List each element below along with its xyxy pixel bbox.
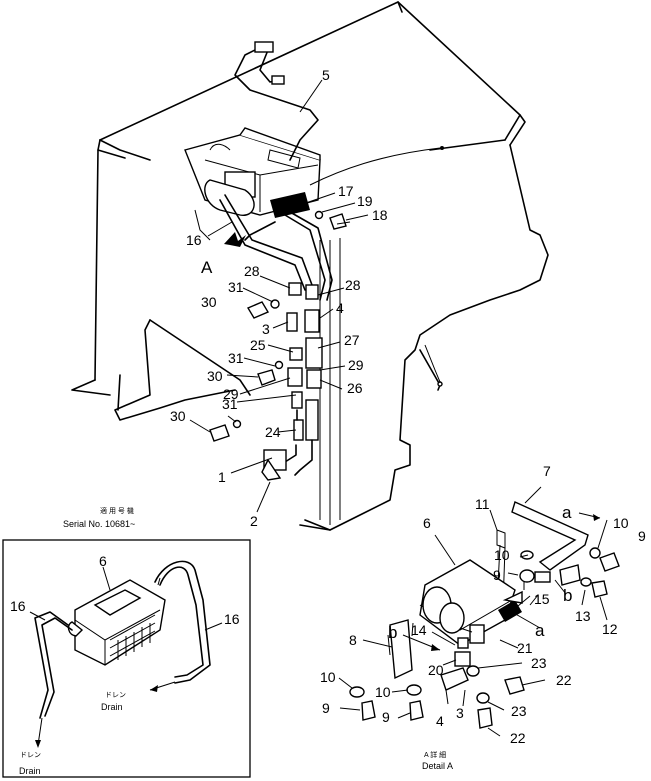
callout-3-main: 3 [262,321,270,337]
callout-11: 11 [475,496,490,512]
cab-outline [71,1,549,531]
marker-a-top: a [562,503,572,522]
callout-17: 17 [338,183,354,199]
callout-23a: 23 [531,655,547,671]
callout-9-detail-mid: 9 [493,567,501,583]
callout-31c: 31 [222,396,238,412]
callout-9-detail-right: 9 [638,528,646,544]
drain-label-jp-right: ドレン [105,692,126,699]
callout-9-detail-left2: 9 [382,709,390,725]
callout-10-detail-left: 10 [320,669,336,685]
callout-18: 18 [372,207,388,223]
drain-label-left: Drain [19,766,41,776]
callout-29a: 29 [348,357,364,373]
detail-fittings [387,564,581,691]
detail-bolts [349,547,620,729]
callout-13: 13 [575,608,591,624]
callout-29b: 29 [223,386,239,402]
callout-3-detail: 3 [456,705,464,721]
inset-drain-arrows [29,566,223,748]
callout-28a: 28 [244,263,260,279]
drain-label-right: Drain [101,702,123,712]
callout-30a: 30 [201,294,217,310]
callout-31b: 31 [228,350,244,366]
callout-30c: 30 [170,408,186,424]
callout-6-inset: 6 [99,553,107,569]
callout-12: 12 [602,621,618,637]
callout-10-detail-left2: 10 [375,684,391,700]
pipes [219,194,333,301]
heater-unit [184,127,321,241]
callout-27: 27 [344,332,360,348]
callout-16-inset-right: 16 [224,611,240,627]
callout-22a: 22 [556,672,572,688]
detail-caption: A 詳 細 Detail A [422,750,453,771]
callout-6-detail: 6 [423,515,431,531]
callout-21: 21 [517,640,533,656]
callout-14: 14 [411,622,427,638]
leaders-main [189,79,369,513]
detail-heater [419,559,523,646]
callout-1: 1 [218,469,226,485]
serial-label: Serial No. 10681~ [63,519,135,529]
callout-10-detail-right: 10 [613,515,629,531]
callout-labels: 5 17 19 18 16 A 28 28 31 30 4 3 27 25 31… [10,67,646,746]
callout-30b: 30 [207,368,223,384]
callout-23b: 23 [511,703,527,719]
callout-7: 7 [543,463,551,479]
valve-fittings [261,282,323,481]
callout-15: 15 [534,591,550,607]
callout-8: 8 [349,632,357,648]
detail-title-jp: A 詳 細 [424,750,446,759]
inset-text: 適 用 号 機 Serial No. 10681~ ドレン Drain ドレン … [19,506,135,776]
marker-b-right: b [563,586,572,605]
serial-label-jp: 適 用 号 機 [100,506,134,515]
detail-leaders [338,486,608,737]
callout-9-detail-left: 9 [322,700,330,716]
inset-frame [2,539,251,778]
callout-24: 24 [265,424,281,440]
view-a-label: A [201,258,213,277]
callout-5: 5 [322,67,330,83]
callout-22b: 22 [510,730,526,746]
view-a-arrow [224,232,246,247]
callout-16-inset-left: 16 [10,598,26,614]
callout-4-main: 4 [336,300,344,316]
callout-19: 19 [357,193,373,209]
wire-harness [234,41,444,387]
callout-28b: 28 [345,277,361,293]
callout-20: 20 [428,662,444,678]
callout-4-detail: 4 [436,713,444,729]
detail-title: Detail A [422,761,453,771]
inset-heater [34,560,211,719]
drain-label-jp-left: ドレン [20,752,41,759]
callout-26: 26 [347,380,363,396]
bolts-main [209,210,351,442]
marker-b-left: b [388,623,397,642]
callout-31a: 31 [228,279,244,295]
callout-25: 25 [250,337,266,353]
callout-10-detail-mid: 10 [494,547,510,563]
callout-16: 16 [186,232,202,248]
callout-2: 2 [250,513,258,529]
marker-a-mid: a [535,621,545,640]
